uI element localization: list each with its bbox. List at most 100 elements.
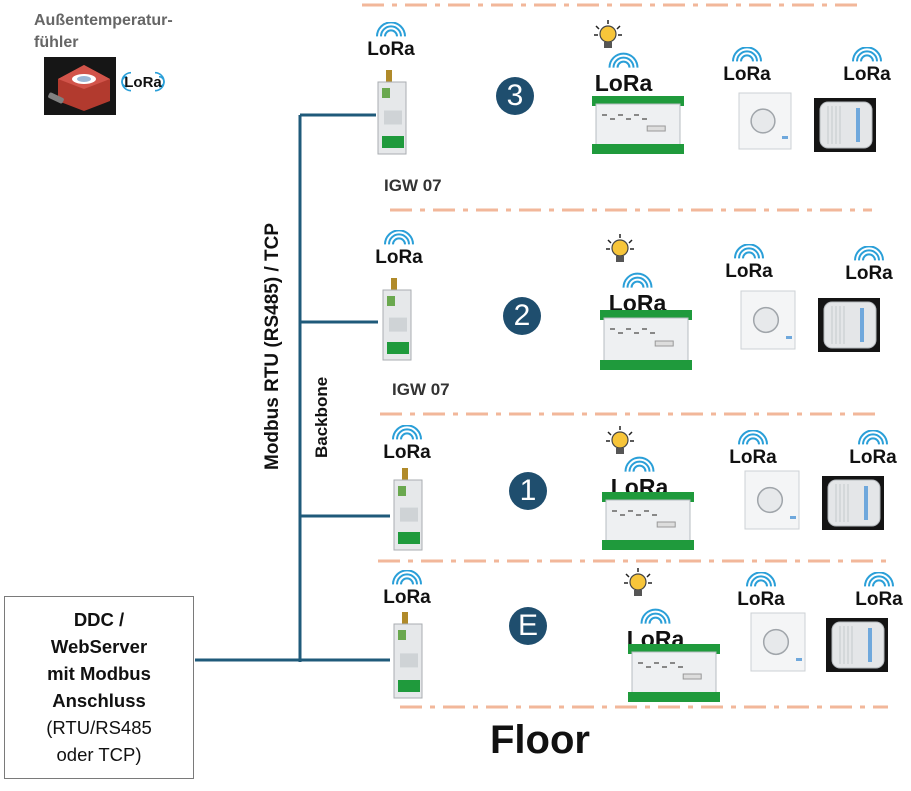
lora-wave-icon (740, 54, 754, 62)
board-marking (646, 666, 651, 668)
bulb-base (634, 590, 642, 596)
lora-wave-icon (746, 571, 776, 587)
thermostat-knob (750, 108, 776, 134)
lora-logo-graphic: LoRa (849, 429, 897, 468)
board-marking (652, 514, 657, 516)
gateway-label: IGW 07 (384, 176, 442, 195)
lora-wave-icon (626, 276, 649, 288)
lora-wave-icon (624, 456, 655, 472)
board-marking (634, 332, 639, 334)
lora-text: LoRa (367, 39, 415, 58)
lightbulb-graphic (624, 568, 652, 596)
lightbulb-icon (604, 232, 636, 266)
lora-wave-icon (400, 577, 414, 585)
lora-text: LoRa (375, 247, 423, 266)
lora-text: LoRa (124, 74, 162, 91)
terminal-block (600, 360, 692, 370)
board-marking (628, 510, 633, 512)
board-marking (626, 118, 631, 120)
modbus-label: Modbus RTU (RS485) / TCP (262, 222, 283, 470)
antenna (386, 70, 392, 82)
bulb-glass (611, 239, 629, 257)
bulb-base (604, 42, 612, 48)
lightbulb-icon (604, 424, 636, 458)
lora-text: LoRa (383, 587, 431, 606)
gateway-device (388, 612, 428, 704)
lora-wave-icon (154, 71, 165, 92)
board-graphic (602, 492, 694, 550)
thermostat-logo (786, 336, 792, 339)
lora-text: LoRa (723, 64, 771, 83)
terminal-block (628, 644, 720, 654)
gateway-label: IGW 07 (392, 380, 450, 399)
light-ray (628, 431, 633, 436)
thermostat-graphic (738, 92, 792, 150)
lora-logo: LoRa (852, 571, 911, 610)
light-ray (607, 431, 612, 436)
lora-logo: LoRa (842, 245, 902, 284)
room-thermostat (740, 290, 796, 350)
terminal-block (602, 492, 694, 502)
gateway-graphic (377, 70, 407, 155)
valve-graphic (822, 476, 884, 530)
antenna (391, 278, 397, 290)
lora-wave-icon (738, 429, 768, 445)
backbone-label: Backbone (312, 376, 331, 458)
lora-text: LoRa (855, 589, 903, 608)
light-ray (607, 239, 612, 244)
lora-wave-icon (628, 460, 651, 472)
lora-text: LoRa (595, 70, 653, 94)
board-graphic (628, 644, 720, 702)
lora-wave-icon (736, 50, 758, 62)
board-marking (662, 666, 667, 668)
board-chip (682, 673, 702, 680)
lora-logo: LoRa (722, 243, 782, 282)
room-thermostat (744, 470, 800, 530)
lora-wave-icon (750, 575, 772, 587)
lora-text: LoRa (725, 261, 773, 280)
valve-stripe (868, 628, 872, 662)
lora-wave-icon (864, 571, 894, 587)
board-marking (638, 662, 643, 664)
lora-wave-icon (858, 429, 888, 445)
bulb-glass (629, 573, 647, 591)
light-ray (616, 25, 621, 30)
controller-board (592, 96, 684, 156)
gateway-label-plate (400, 653, 418, 668)
lora-wave-icon (632, 464, 647, 472)
lora-logo-graphic: LoRa (723, 46, 771, 85)
lora-logo: LoRa (846, 429, 906, 468)
board-marking (610, 118, 615, 120)
lora-logo: LoRa (720, 46, 780, 85)
lora-wave-icon (616, 60, 631, 68)
lora-wave-icon (396, 428, 418, 440)
lora-logo: LoRa (120, 63, 166, 97)
lora-wave-icon (738, 247, 760, 259)
lora-logo-graphic: LoRa (737, 571, 785, 610)
lora-wave-icon (854, 245, 884, 261)
thermostat-graphic (750, 612, 806, 672)
thermostat-graphic (744, 470, 800, 530)
board-marking (678, 666, 683, 668)
status-led (382, 88, 390, 98)
board-graphic (600, 310, 692, 370)
lightbulb-graphic (606, 426, 634, 454)
lora-wave-icon (396, 573, 418, 585)
lora-logo: LoRa (380, 569, 440, 608)
radiator-valve (826, 618, 888, 672)
board-body (603, 317, 689, 363)
board-marking (650, 332, 655, 334)
lora-wave-icon (392, 569, 422, 585)
board-marking (642, 328, 647, 330)
light-ray (625, 573, 630, 578)
board-graphic (592, 96, 684, 154)
ddc-line: mit Modbus (47, 663, 151, 684)
terminal-block (602, 540, 694, 550)
lora-wave-icon (388, 233, 410, 245)
lora-logo: LoRa (592, 50, 662, 96)
room-thermostat (738, 92, 792, 150)
controller-board (600, 310, 692, 372)
board-marking (636, 514, 641, 516)
controller-board (602, 492, 694, 552)
